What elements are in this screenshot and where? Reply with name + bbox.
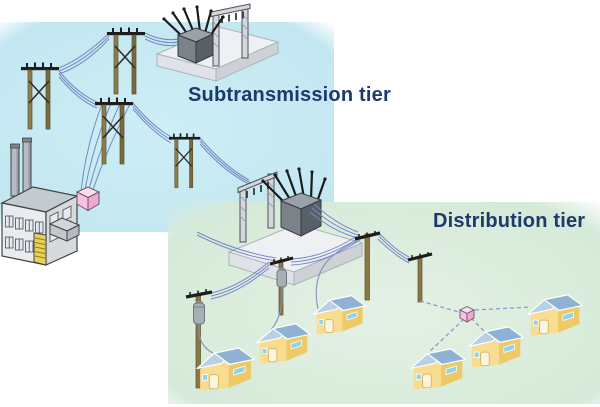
house-2: [256, 323, 311, 365]
factory-door: [33, 232, 47, 266]
smokestack: [10, 137, 32, 197]
distribution-pole-1: [185, 289, 213, 389]
subtransmission-pole-4: [168, 132, 201, 189]
factory-annex: [48, 217, 81, 242]
substation-transformer: [162, 5, 225, 64]
subtransmission-tier-label: Subtransmission tier: [188, 84, 391, 106]
power-plant: [0, 137, 81, 266]
house-4: [410, 348, 466, 391]
pole-transformer: [276, 268, 287, 288]
house-5: [468, 326, 524, 369]
distribution-tier-label: Distribution tier: [433, 210, 586, 232]
distribution-wires: [196, 203, 410, 300]
substation-middle: [227, 167, 364, 286]
substation-top: [155, 3, 280, 82]
subtransmission-pole-1: [20, 61, 60, 130]
house-3: [313, 295, 366, 335]
distribution-pole-3: [354, 231, 381, 301]
distribution-pole-4: [407, 252, 433, 303]
distribution-transformer-cube: [458, 305, 476, 323]
substation-gantry: [237, 171, 278, 243]
house-1: [196, 347, 255, 392]
distribution-pole-2: [269, 256, 294, 316]
service-drop-wires: [198, 239, 361, 354]
pole-transformer: [193, 301, 205, 325]
dashed-service-lines: [419, 300, 532, 354]
house-6: [527, 294, 583, 337]
substation-transformer: [261, 167, 327, 237]
subtransmission-pole-2: [106, 26, 146, 95]
plant-transformer-cube: [75, 186, 101, 212]
subtransmission-wires: [58, 32, 254, 192]
